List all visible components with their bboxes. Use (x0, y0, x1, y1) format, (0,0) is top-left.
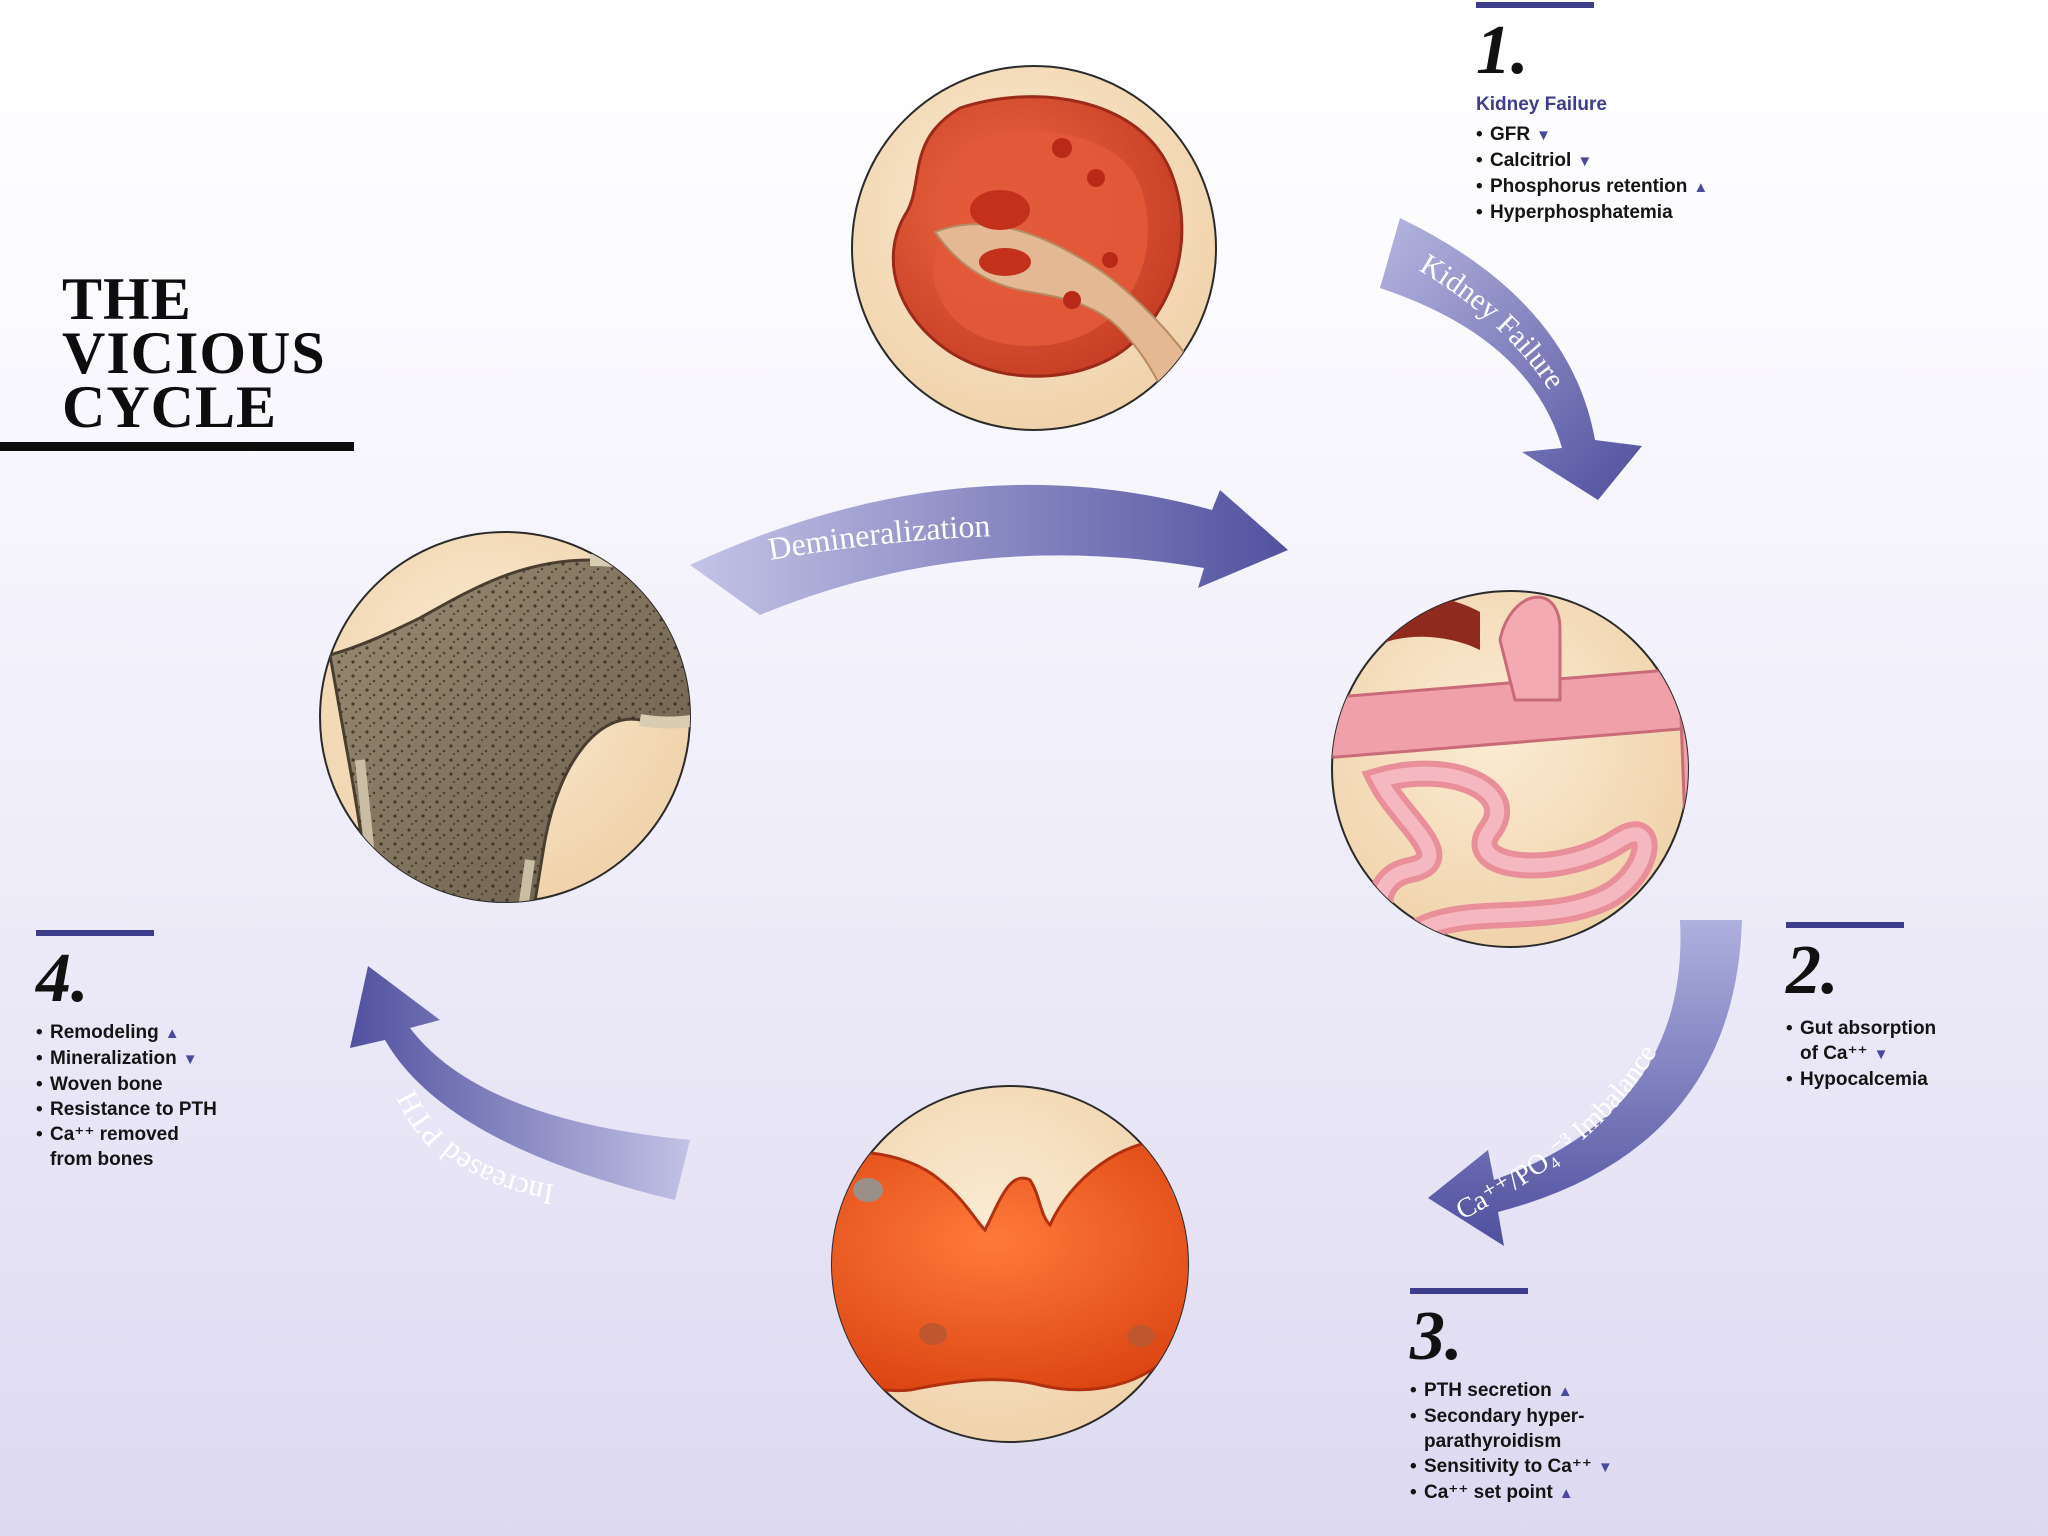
list-item: Ca⁺⁺ set point▲ (1410, 1480, 1613, 1506)
step-list: Remodeling▲ Mineralization▼ Woven bone R… (36, 1020, 217, 1172)
list-item: Woven bone (36, 1072, 217, 1097)
arrow-label-kidney-failure: Kidney Failure (1415, 248, 1572, 395)
list-item: Mineralization▼ (36, 1046, 217, 1072)
arrow-demineralization (690, 484, 1288, 615)
parathyroid-illustration (831, 1085, 1189, 1443)
title-line: CYCLE (62, 374, 278, 440)
down-triangle-icon: ▼ (1873, 1046, 1889, 1063)
title-line: VICIOUS (62, 320, 326, 386)
list-item: Secondary hyper-parathyroidism (1410, 1404, 1613, 1454)
list-item: Sensitivity to Ca⁺⁺▼ (1410, 1454, 1613, 1480)
step-4-panel: 4. Remodeling▲ Mineralization▼ Woven bon… (36, 930, 217, 1172)
step-list: PTH secretion▲ Secondary hyper-parathyro… (1410, 1378, 1613, 1506)
step-divider (1786, 922, 1904, 928)
step-number: 1. (1476, 12, 1529, 89)
list-item: Phosphorus retention▲ (1476, 174, 1708, 200)
step-number: 2. (1786, 932, 1839, 1009)
down-triangle-icon: ▼ (1597, 1459, 1613, 1476)
up-triangle-icon: ▲ (1558, 1485, 1574, 1502)
step-1-panel: 1. Kidney Failure GFR▼ Calcitriol▼ Phosp… (1476, 2, 1708, 225)
list-item: Hypocalcemia (1786, 1067, 1936, 1092)
step-divider (36, 930, 154, 936)
up-triangle-icon: ▲ (164, 1025, 180, 1042)
list-item: PTH secretion▲ (1410, 1378, 1613, 1404)
list-item: Resistance to PTH (36, 1097, 217, 1122)
down-triangle-icon: ▼ (182, 1051, 198, 1068)
list-item: Hyperphosphatemia (1476, 200, 1708, 225)
step-divider (1410, 1288, 1528, 1294)
page-title: THE VICIOUS CYCLE (62, 266, 326, 440)
up-triangle-icon: ▲ (1693, 179, 1709, 196)
down-triangle-icon: ▼ (1536, 127, 1551, 144)
femur-illustration (319, 531, 691, 903)
step-divider (1476, 2, 1594, 8)
kidney-illustration (851, 65, 1217, 431)
list-item: GFR▼ (1476, 122, 1708, 148)
intestine-illustration (1331, 590, 1689, 948)
arrow-increased-pth (350, 966, 690, 1200)
down-triangle-icon: ▼ (1577, 153, 1593, 170)
up-triangle-icon: ▲ (1557, 1383, 1573, 1400)
step-3-panel: 3. PTH secretion▲ Secondary hyper-parath… (1410, 1288, 1613, 1506)
step-number: 3. (1410, 1298, 1463, 1375)
list-item: Remodeling▲ (36, 1020, 217, 1046)
step-list: GFR▼ Calcitriol▼ Phosphorus retention▲ H… (1476, 122, 1708, 225)
step-heading: Kidney Failure (1476, 94, 1607, 115)
arrow-kidney-failure (1380, 218, 1642, 500)
step-number: 4. (36, 940, 89, 1017)
list-item: Calcitriol▼ (1476, 148, 1708, 174)
title-underline (0, 442, 354, 451)
arrow-imbalance (1428, 920, 1742, 1246)
title-line: THE (62, 266, 192, 332)
